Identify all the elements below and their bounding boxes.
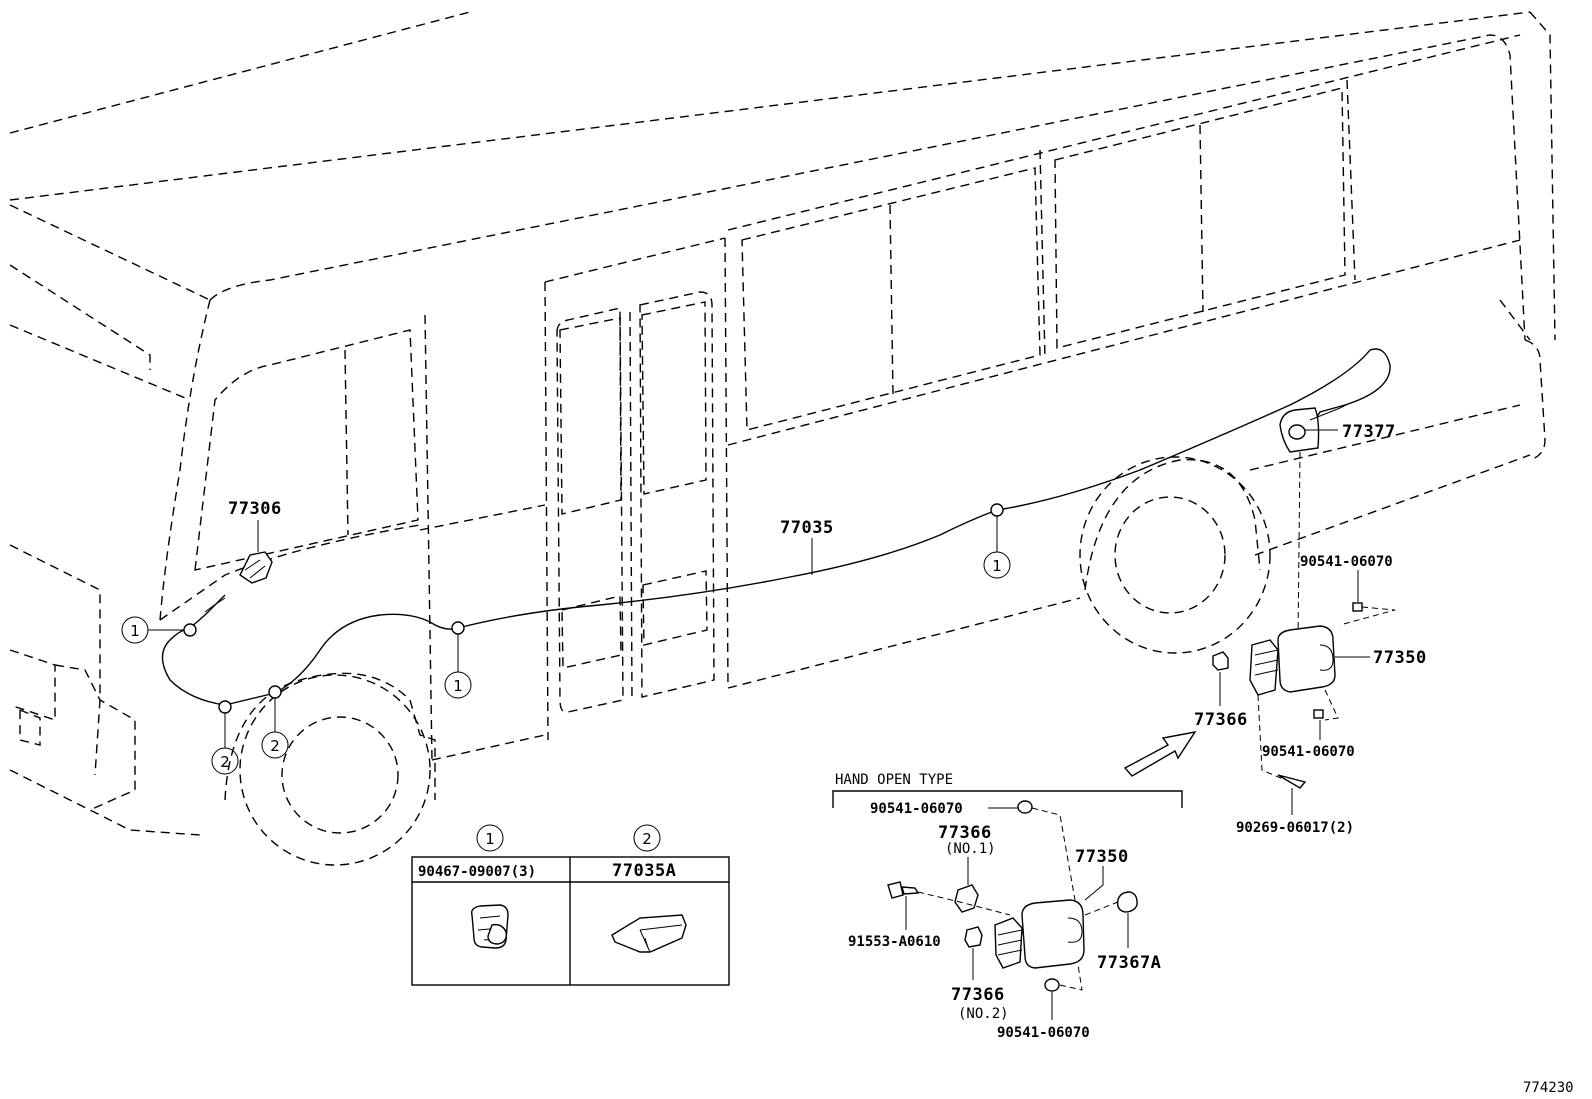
clip-marker-2b: 2 [270, 737, 280, 755]
part-label-90541-b: 90541-06070 [1262, 744, 1355, 760]
clip-callouts: 1 1 1 2 2 [121, 516, 1011, 775]
rear-77366: 77366 [1194, 651, 1248, 730]
clip-90467-icon [470, 904, 509, 949]
detail-label-90541-top: 90541-06070 [870, 801, 963, 817]
cable-clip-points [183, 503, 1004, 714]
detail-label-77350: 77350 [1075, 847, 1129, 867]
legend-part-2: 77035A [612, 861, 676, 881]
part-label-77350: 77350 [1373, 648, 1427, 668]
diagram-id: 774230 [1523, 1080, 1574, 1096]
clip-77035A-icon [611, 914, 687, 953]
bus-outline [9, 11, 1556, 866]
clip-legend-table: 1 2 90467-09007(3) 77035A [411, 824, 730, 986]
part-label-77306: 77306 [228, 499, 282, 519]
rear-fastener-lower: 90541-06070 [1262, 689, 1355, 760]
cable-label: 77035 [780, 518, 834, 575]
part-label-77366: 77366 [1194, 710, 1248, 730]
part-label-77377: 77377 [1342, 422, 1396, 442]
clip-marker-1a: 1 [130, 622, 140, 640]
fuel-lid-77350: 77350 [1249, 625, 1427, 696]
hand-open-type-title: HAND OPEN TYPE [835, 772, 953, 788]
part-label-90541-a: 90541-06070 [1300, 554, 1393, 570]
clip-marker-2a: 2 [220, 753, 230, 771]
clip-marker-1b: 1 [453, 677, 463, 695]
detail-label-77366-no1: 77366 [938, 823, 992, 843]
detail-label-77366-no2: 77366 [951, 985, 1005, 1005]
detail-label-77367a: 77367A [1097, 953, 1161, 973]
part-label-77035: 77035 [780, 518, 834, 538]
detail-arrow [1123, 731, 1197, 777]
detail-label-91553: 91553-A0610 [848, 934, 941, 950]
part-label-90269: 90269-06017(2) [1236, 820, 1354, 836]
clip-marker-1c: 1 [992, 557, 1002, 575]
legend-marker-2: 2 [642, 830, 652, 848]
cable-77035 [161, 348, 1391, 706]
detail-label-90541-bottom: 90541-06070 [997, 1025, 1090, 1041]
hand-open-type-detail: HAND OPEN TYPE 90541-06070 77366 (NO.1) … [832, 772, 1183, 1041]
detail-note-no1: (NO.1) [945, 841, 996, 857]
fuel-filler-area: 77377 [1279, 403, 1396, 641]
opener-lever-77306: 77306 [204, 499, 282, 613]
rear-rivet: 90269-06017(2) [1236, 694, 1354, 836]
rear-fastener-upper: 90541-06070 [1300, 554, 1396, 626]
legend-marker-1: 1 [485, 830, 495, 848]
detail-note-no2: (NO.2) [958, 1006, 1009, 1022]
legend-part-1: 90467-09007(3) [418, 864, 536, 880]
